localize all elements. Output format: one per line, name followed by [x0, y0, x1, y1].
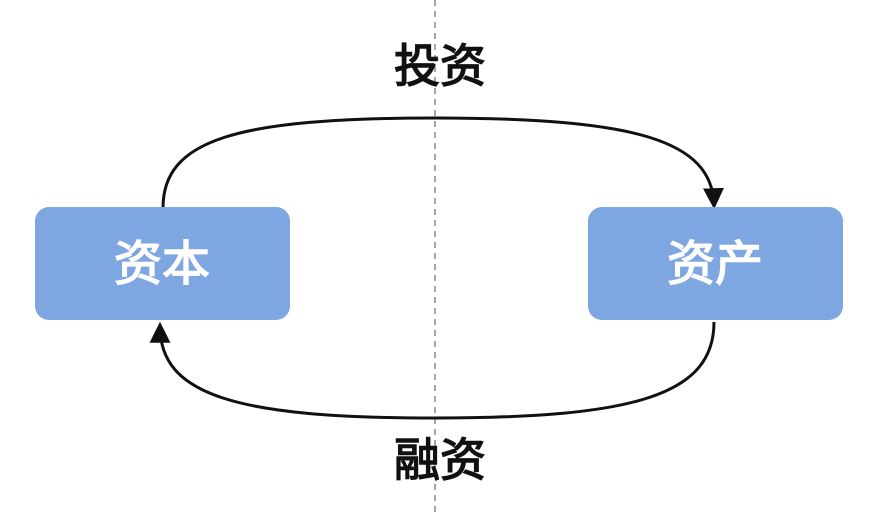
- financing-arrow: [149, 321, 716, 420]
- asset-node-box: [588, 207, 843, 320]
- investment-label: 投资: [394, 39, 486, 93]
- capital-node-box: [35, 207, 290, 320]
- investment-arrow: [161, 116, 724, 210]
- asset-node-label: 资产: [667, 236, 763, 292]
- asset-node: 资产: [588, 207, 843, 320]
- financing-label: 融资: [394, 433, 486, 487]
- capital-node-label: 资本: [114, 236, 210, 292]
- capital-node: 资本: [35, 207, 290, 320]
